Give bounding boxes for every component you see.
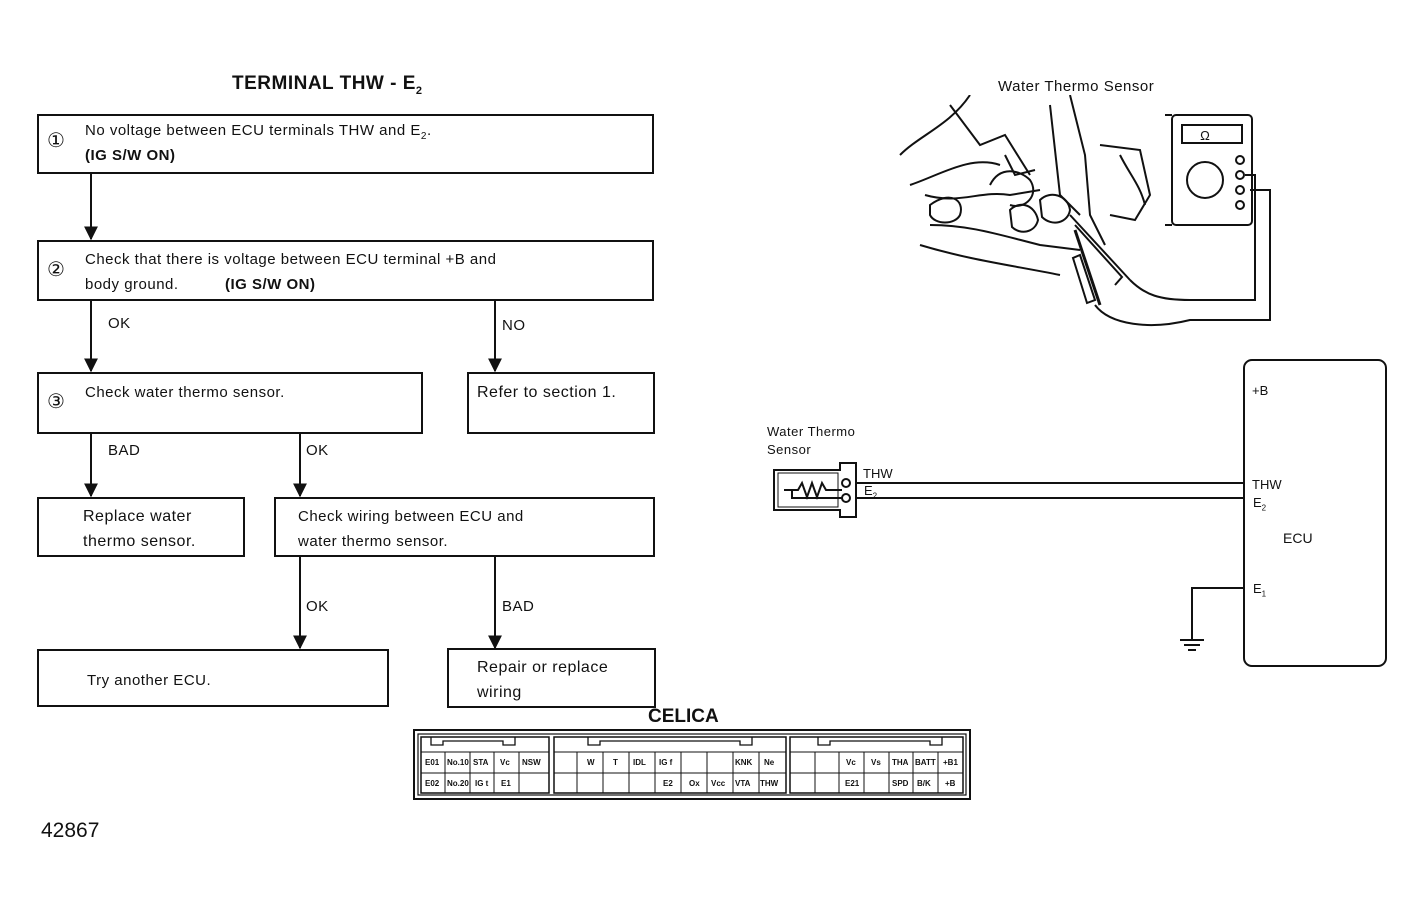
pin-e1: E1 <box>501 779 511 788</box>
circuit-sensor-label-2: Sensor <box>767 442 812 457</box>
pin-vs: Vs <box>871 758 881 767</box>
ecu-plus-b-label: +B <box>1252 383 1269 398</box>
refer-box: Refer to section 1. <box>467 372 655 434</box>
ecu-e1-sub: 1 <box>1261 589 1267 599</box>
step-1-line-1-text: No voltage between ECU terminals THW and… <box>85 122 421 139</box>
step-2-number: ② <box>47 259 66 281</box>
step-1-period: . <box>426 122 432 139</box>
flow-arrows <box>84 173 502 650</box>
pin-vc-right: Vc <box>846 758 856 767</box>
connector-pin-labels: E01 No.10 STA Vc NSW E02 No.20 IG t E1 W… <box>413 729 971 800</box>
label-ok-1: OK <box>108 315 131 332</box>
pin-bk: B/K <box>917 779 931 788</box>
try-ecu-text: Try another ECU. <box>87 672 212 689</box>
pin-idl: IDL <box>633 758 646 767</box>
ecu-e1-label: E1 <box>1253 581 1266 599</box>
engine-illustration: Ω <box>899 95 1271 326</box>
check-wiring-box: Check wiring between ECU and water therm… <box>274 497 655 557</box>
pin-batt: BATT <box>915 758 936 767</box>
step-2-line-2: body ground. <box>85 276 179 293</box>
pin-knk: KNK <box>735 758 753 767</box>
pin-no10: No.10 <box>447 758 469 767</box>
replace-line-1: Replace water <box>83 508 192 525</box>
circuit-thw-label: THW <box>863 466 893 481</box>
label-ok-3: OK <box>306 598 329 615</box>
pin-e21: E21 <box>845 779 860 788</box>
pin-spd: SPD <box>892 779 909 788</box>
pin-no20: No.20 <box>447 779 469 788</box>
ohm-symbol: Ω <box>1200 128 1210 143</box>
pin-igf: IG f <box>659 758 673 767</box>
step-3-box: ③ Check water thermo sensor. <box>37 372 423 434</box>
step-1-number: ① <box>47 130 66 152</box>
label-bad-1: BAD <box>108 442 141 459</box>
ecu-e2-sub: 2 <box>1261 503 1267 513</box>
pin-e02: E02 <box>425 779 440 788</box>
step-1-line-1: No voltage between ECU terminals THW and… <box>85 118 432 149</box>
step-3-number: ③ <box>47 391 66 413</box>
replace-line-2: thermo sensor. <box>83 533 196 550</box>
wiring-line-1: Check wiring between ECU and <box>298 508 524 525</box>
label-ok-2: OK <box>306 442 329 459</box>
circuit-e2-text: E <box>864 483 873 498</box>
step-1-box: ① No voltage between ECU terminals THW a… <box>37 114 654 174</box>
step-3-line-1: Check water thermo sensor. <box>85 384 285 401</box>
ecu-e2-text: E <box>1253 495 1262 510</box>
try-ecu-box: Try another ECU. <box>37 649 389 707</box>
step-1-subscript: 2 <box>420 131 427 142</box>
step-2-box: ② Check that there is voltage between EC… <box>37 240 654 301</box>
label-bad-2: BAD <box>502 598 535 615</box>
title-text: TERMINAL THW - E <box>232 73 416 94</box>
figure-number: 42867 <box>41 819 100 842</box>
pin-igt: IG t <box>475 779 489 788</box>
step-1-line-2: (IG S/W ON) <box>85 147 176 164</box>
ecu-label: ECU <box>1283 530 1313 546</box>
step-2-line-2-bold: (IG S/W ON) <box>225 276 316 293</box>
wiring-line-2: water thermo sensor. <box>298 533 449 550</box>
ecu-connector: E01 No.10 STA Vc NSW E02 No.20 IG t E1 W… <box>413 729 971 800</box>
circuit-e2-sub: 2 <box>872 491 878 501</box>
replace-sensor-box: Replace water thermo sensor. <box>37 497 245 557</box>
pin-plus-b: +B <box>945 779 956 788</box>
pin-ne: Ne <box>764 758 775 767</box>
pin-nsw: NSW <box>522 758 541 767</box>
ecu-e1-text: E <box>1253 581 1262 596</box>
ecu-thw-label: THW <box>1252 477 1282 492</box>
pin-w: W <box>587 758 595 767</box>
pin-sta: STA <box>473 758 489 767</box>
pin-b1: +B1 <box>943 758 958 767</box>
pin-tha: THA <box>892 758 909 767</box>
pin-vc-left: Vc <box>500 758 510 767</box>
pin-e01: E01 <box>425 758 440 767</box>
circuit-sensor-label-1: Water Thermo <box>767 424 856 439</box>
diagram-title: TERMINAL THW - E2 <box>232 73 423 97</box>
circuit-sensor-label: Water Thermo Sensor <box>767 423 855 459</box>
connector-outline <box>413 729 971 800</box>
label-no: NO <box>502 317 526 334</box>
pin-thw: THW <box>760 779 779 788</box>
repair-line-2: wiring <box>477 684 522 701</box>
pin-t: T <box>613 758 618 767</box>
circuit-diagram <box>773 359 1387 667</box>
title-subscript: 2 <box>415 84 423 97</box>
refer-text: Refer to section 1. <box>477 384 617 401</box>
pin-ox: Ox <box>689 779 700 788</box>
repair-box: Repair or replace wiring <box>447 648 656 708</box>
connector-title: CELICA <box>648 706 719 727</box>
pin-vcc: Vcc <box>711 779 726 788</box>
pin-e2: E2 <box>663 779 673 788</box>
repair-line-1: Repair or replace <box>477 659 609 676</box>
step-2-line-1: Check that there is voltage between ECU … <box>85 251 497 268</box>
pin-vta: VTA <box>735 779 751 788</box>
circuit-e2-label: E2 <box>864 483 877 501</box>
ecu-e2-label: E2 <box>1253 495 1266 513</box>
photo-label: Water Thermo Sensor <box>998 78 1155 95</box>
